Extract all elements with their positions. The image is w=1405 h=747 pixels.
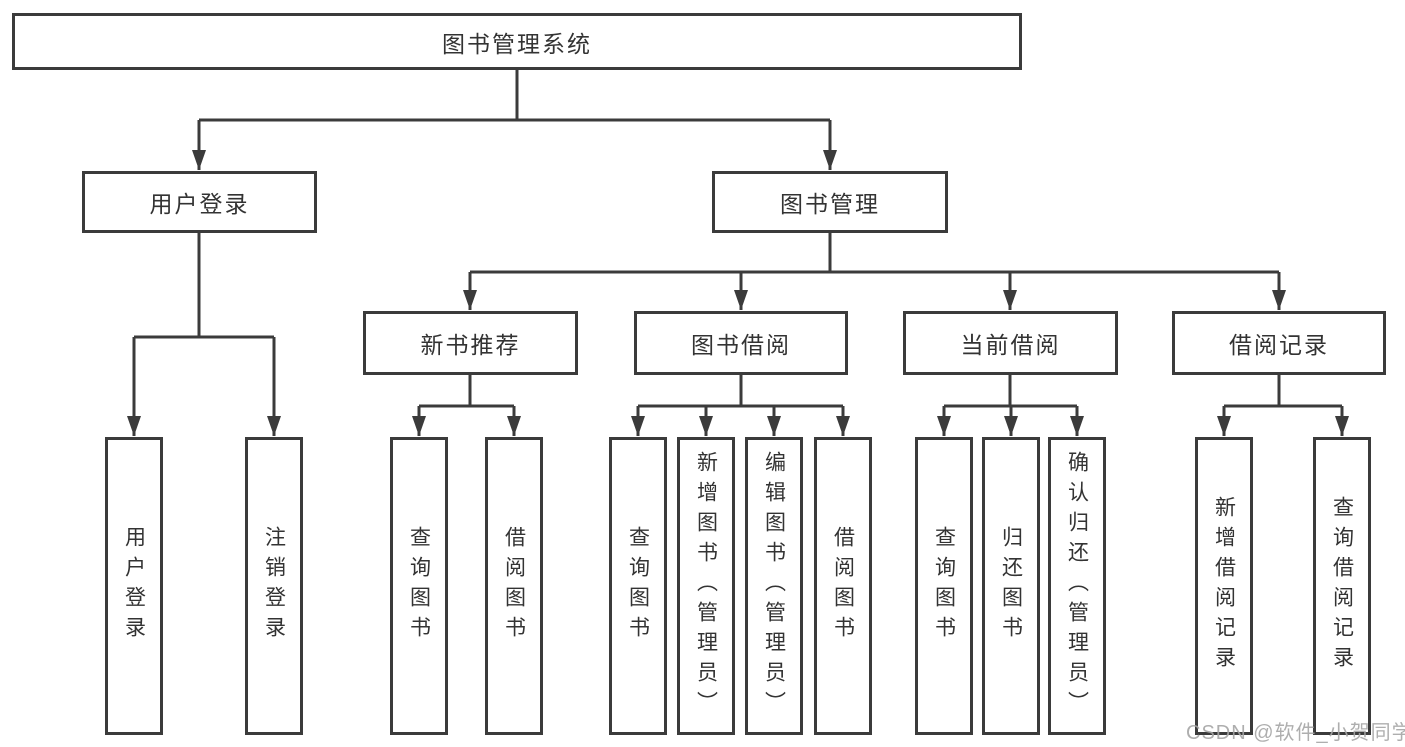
leaf-logout: 注销登录: [245, 437, 303, 735]
node-borrowing-records: 借阅记录: [1172, 311, 1386, 375]
csdn-watermark: CSDN @软件_小贺同学: [1186, 722, 1405, 744]
node-user-login-module: 用户登录: [82, 171, 317, 233]
leaf-query-books-borrowing: 查询图书: [609, 437, 667, 735]
leaf-add-books-admin: 新增图书（管理员）: [677, 437, 735, 735]
leaf-query-borrow-record: 查询借阅记录: [1313, 437, 1371, 735]
node-book-borrowing: 图书借阅: [634, 311, 848, 375]
leaf-borrow-books-recommend: 借阅图书: [485, 437, 543, 735]
node-new-book-recommend: 新书推荐: [363, 311, 578, 375]
leaf-user-login: 用户登录: [105, 437, 163, 735]
leaf-query-books-current: 查询图书: [915, 437, 973, 735]
leaf-edit-books-admin: 编辑图书（管理员）: [745, 437, 803, 735]
node-library-management-system: 图书管理系统: [12, 13, 1022, 70]
leaf-borrow-books-borrowing: 借阅图书: [814, 437, 872, 735]
leaf-return-books: 归还图书: [982, 437, 1040, 735]
leaf-confirm-return-admin: 确认归还（管理员）: [1048, 437, 1106, 735]
leaf-query-books-recommend: 查询图书: [390, 437, 448, 735]
leaf-add-borrow-record: 新增借阅记录: [1195, 437, 1253, 735]
node-book-management-module: 图书管理: [712, 171, 948, 233]
node-current-borrowing: 当前借阅: [903, 311, 1118, 375]
